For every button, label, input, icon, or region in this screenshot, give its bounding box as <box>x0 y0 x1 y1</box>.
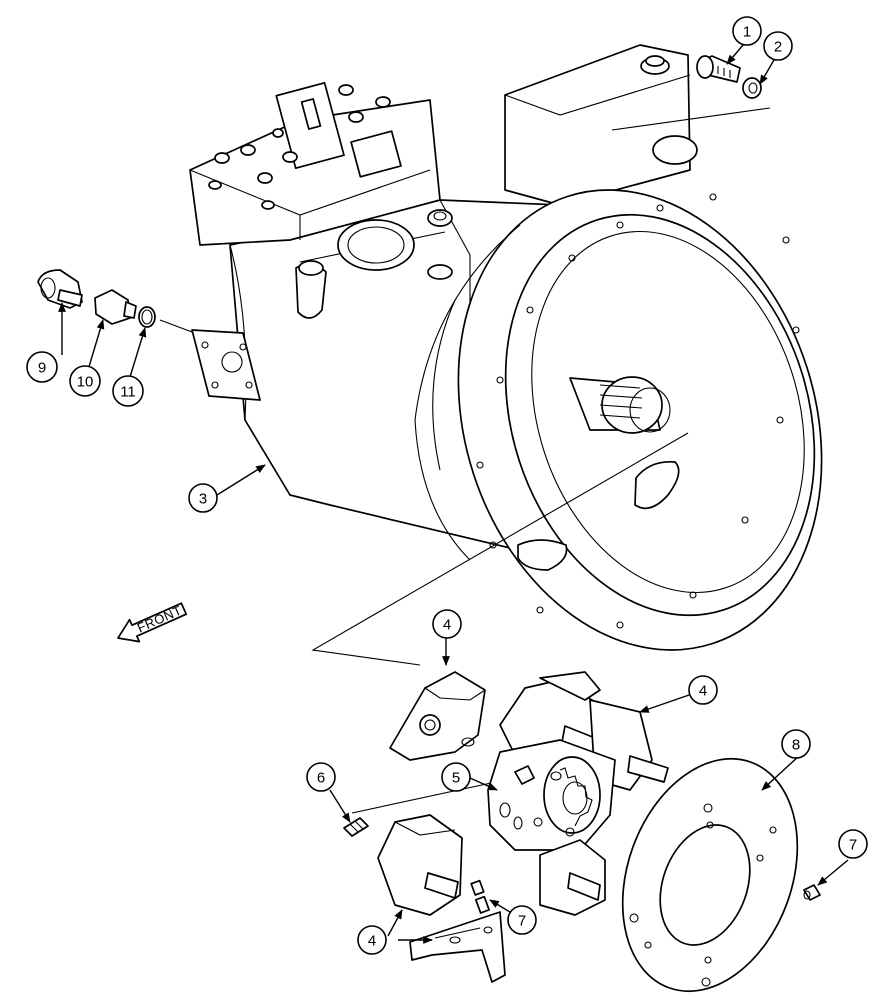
callout-7-right: 7 <box>838 829 868 859</box>
front-label: FRONT <box>135 603 184 636</box>
svg-text:10: 10 <box>77 374 94 391</box>
svg-text:8: 8 <box>792 737 800 754</box>
front-direction-arrow: FRONT <box>117 602 188 643</box>
callout-9: 9 <box>26 351 58 383</box>
callout-8: 8 <box>781 729 811 759</box>
set-screw-part-6 <box>343 817 369 837</box>
svg-text:1: 1 <box>743 24 751 41</box>
svg-text:6: 6 <box>317 770 325 787</box>
svg-text:11: 11 <box>120 384 136 401</box>
callout-2: 2 <box>763 31 793 61</box>
svg-text:9: 9 <box>38 360 46 377</box>
connector-part-10 <box>94 289 137 325</box>
svg-text:4: 4 <box>368 933 376 950</box>
svg-text:2: 2 <box>774 39 782 56</box>
callout-6: 6 <box>306 762 336 792</box>
rubber-coupling-element <box>487 671 669 916</box>
callout-4-upper-bracket: 4 <box>432 609 462 639</box>
svg-text:4: 4 <box>699 683 707 700</box>
coupling-plate-part-8 <box>621 757 799 993</box>
svg-text:7: 7 <box>518 913 526 930</box>
flange-bolt-holes <box>476 193 800 629</box>
o-ring-part-11 <box>138 306 156 328</box>
pump-assembly <box>189 44 823 651</box>
callout-leaders <box>58 44 849 944</box>
pin-part-7-lower <box>470 879 490 914</box>
pin-part-7-right <box>803 884 821 901</box>
bolt-part-1 <box>696 55 741 83</box>
coupling-block-lower-left <box>377 814 463 916</box>
exploded-view-guide-lines <box>159 107 771 814</box>
callout-11: 11 <box>112 375 144 407</box>
fitting-part-9 <box>37 269 83 309</box>
callout-7-lower: 7 <box>507 905 537 935</box>
coupling-bracket-upper <box>389 671 486 761</box>
svg-text:7: 7 <box>849 837 857 854</box>
callout-1: 1 <box>732 16 762 46</box>
valve-bolt-heads <box>208 84 391 210</box>
coupling-bracket-lower <box>409 911 506 983</box>
svg-text:5: 5 <box>452 770 460 787</box>
washer-part-2 <box>742 77 762 99</box>
svg-text:3: 3 <box>199 491 207 508</box>
callout-4-coupling: 4 <box>688 675 718 705</box>
callout-10: 10 <box>69 365 101 397</box>
callout-4-lower: 4 <box>357 925 387 955</box>
svg-text:4: 4 <box>443 617 451 634</box>
callout-5: 5 <box>441 762 471 792</box>
callout-3: 3 <box>188 483 218 513</box>
